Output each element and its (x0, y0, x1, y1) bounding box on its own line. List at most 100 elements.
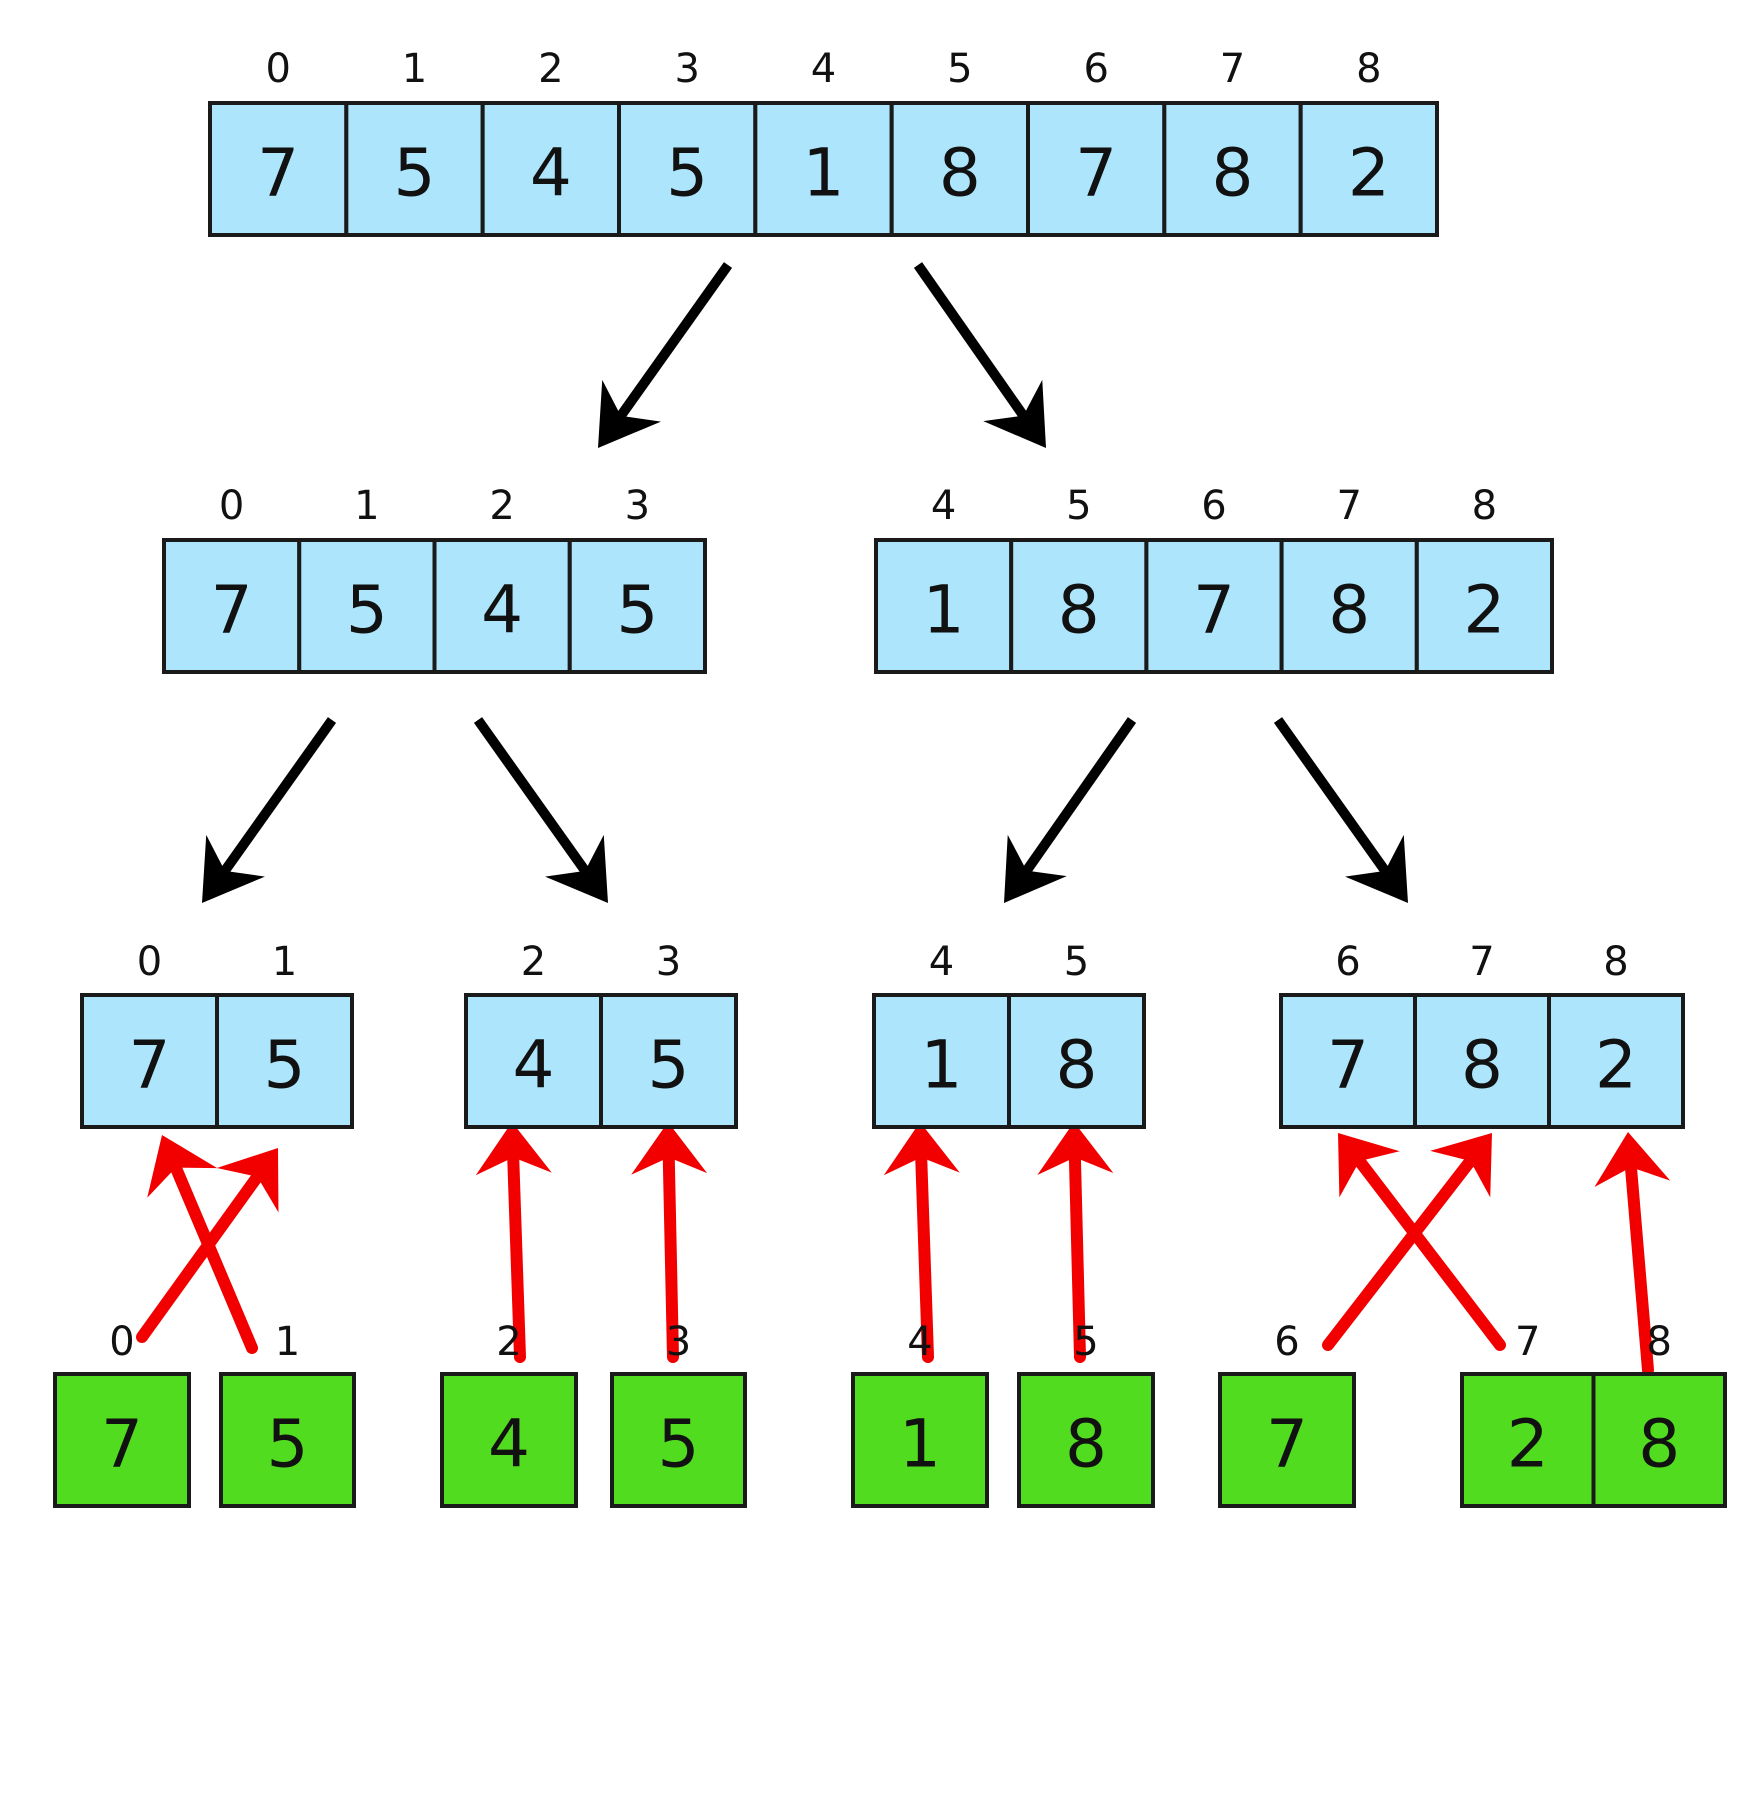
cell-value: 5 (267, 1406, 309, 1483)
array-cell (889, 101, 1031, 237)
index-label: 1 (272, 939, 297, 985)
cell-value: 5 (394, 135, 436, 212)
array-group: 14 (851, 1319, 989, 1508)
arrows-layer (136, 262, 1671, 1376)
sorted-cell (219, 1372, 356, 1508)
index-label: 0 (265, 46, 290, 92)
index-label: 7 (1515, 1319, 1540, 1365)
merge-arrow-head (216, 1148, 279, 1213)
merge-arrow-head (1338, 1133, 1400, 1198)
cell-value: 8 (1056, 1027, 1098, 1104)
index-label: 7 (1469, 939, 1494, 985)
sorted-cell (440, 1372, 578, 1508)
cell-value: 5 (666, 135, 708, 212)
sorted-cell (1460, 1372, 1596, 1508)
cell-value: 7 (1075, 135, 1117, 212)
index-label: 0 (109, 1319, 134, 1365)
cell-value: 4 (481, 572, 523, 649)
cell-value: 7 (1193, 572, 1235, 649)
index-label: 2 (538, 46, 563, 92)
array-cell (297, 538, 437, 674)
array-cell (874, 538, 1014, 674)
cell-value: 2 (1348, 135, 1390, 212)
array-cell (1298, 101, 1439, 237)
cell-value: 1 (921, 1027, 963, 1104)
merge-arrow-head (147, 1135, 218, 1198)
array-cell (1279, 538, 1419, 674)
merge-arrow (1594, 1132, 1671, 1376)
cell-value: 5 (648, 1027, 690, 1104)
split-arrow-shaft (913, 262, 1031, 423)
split-arrow-head (598, 379, 661, 448)
array-cell (215, 993, 354, 1129)
sorted-cell (1591, 1372, 1727, 1508)
index-label: 7 (1220, 46, 1245, 92)
cell-value: 5 (346, 572, 388, 649)
sorted-cell (610, 1372, 747, 1508)
merge-arrow-head (883, 1122, 960, 1176)
index-label: 4 (907, 1319, 932, 1365)
array-group: 85 (1017, 1319, 1155, 1508)
split-arrow-head (545, 834, 608, 903)
cell-value: 7 (257, 135, 299, 212)
cell-value: 1 (803, 135, 845, 212)
array-group: 76 (1218, 1319, 1356, 1508)
cell-value: 8 (1461, 1027, 1503, 1104)
cell-value: 8 (939, 135, 981, 212)
cell-value: 2 (1463, 572, 1505, 649)
array-cell (1547, 993, 1685, 1129)
merge-arrow-shaft (915, 1147, 934, 1363)
merge-arrow-shaft (136, 1167, 266, 1343)
array-cell (1414, 538, 1555, 674)
array-group: 51 (219, 1319, 356, 1508)
merge-arrow (1322, 1133, 1492, 1351)
array-group: 42 (440, 1319, 578, 1508)
merge-arrow-head (1594, 1132, 1671, 1187)
index-label: 1 (402, 46, 427, 92)
index-label: 6 (1083, 46, 1108, 92)
index-label: 5 (1073, 1319, 1098, 1365)
index-label: 6 (1201, 483, 1226, 529)
index-label: 3 (656, 939, 681, 985)
cell-value: 8 (1212, 135, 1254, 212)
split-arrow-head (1345, 834, 1408, 903)
split-arrow (913, 262, 1046, 448)
split-arrow-shaft (1019, 717, 1137, 878)
split-arrow (598, 262, 733, 448)
sorted-cell (851, 1372, 989, 1508)
cell-value: 5 (264, 1027, 306, 1104)
index-label: 3 (674, 46, 699, 92)
split-arrow (473, 717, 608, 903)
index-label: 4 (931, 483, 956, 529)
split-arrow (1273, 717, 1408, 903)
merge-arrow (631, 1122, 708, 1363)
cell-value: 7 (1327, 1027, 1369, 1104)
array-cell (599, 993, 738, 1129)
index-label: 1 (275, 1319, 300, 1365)
index-label: 5 (947, 46, 972, 92)
array-cell (567, 538, 707, 674)
index-label: 3 (625, 483, 650, 529)
merge-arrow-shaft (662, 1147, 679, 1363)
index-label: 0 (219, 483, 244, 529)
split-arrow-head (1004, 834, 1067, 903)
index-label: 6 (1274, 1319, 1299, 1365)
merge-arrow (1338, 1133, 1506, 1351)
cell-value: 1 (923, 572, 965, 649)
merge-arrow-shaft (1350, 1151, 1506, 1351)
index-label: 5 (1066, 483, 1091, 529)
index-label: 5 (1064, 939, 1089, 985)
sorted-cell (1218, 1372, 1356, 1508)
array-cell (432, 538, 572, 674)
array-cell (1007, 993, 1146, 1129)
merge-arrow (475, 1122, 552, 1363)
array-cell (1144, 538, 1284, 674)
cell-value: 4 (488, 1406, 530, 1483)
index-label: 4 (929, 939, 954, 985)
